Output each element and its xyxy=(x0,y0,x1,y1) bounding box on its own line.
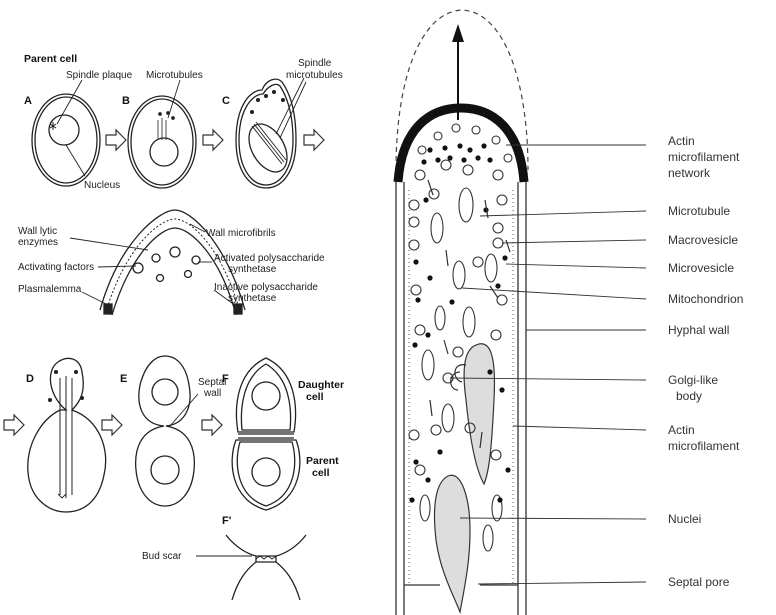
label-microvesicle: Microvesicle xyxy=(668,261,734,275)
label-inactive-synthetase-2: synthetase xyxy=(228,293,277,304)
label-spindle-plaque: Spindle plaque xyxy=(66,70,133,81)
label-wall-lytic-2: enzymes xyxy=(18,237,58,248)
arrow-d-e xyxy=(102,415,122,435)
panel-letter-a: A xyxy=(24,95,32,107)
cell-c xyxy=(236,78,306,188)
label-actin-network-1: Actin xyxy=(668,134,695,148)
arrow-a-b xyxy=(106,130,126,150)
label-mitochondrion: Mitochondrion xyxy=(668,292,743,306)
label-spindle-microtubules-1: Spindle xyxy=(298,58,332,69)
right-labels: Actin microfilament network Microtubule … xyxy=(668,134,743,589)
label-actin-network-2: microfilament xyxy=(668,150,740,164)
arrow-c-next xyxy=(304,130,324,150)
label-nuclei: Nuclei xyxy=(668,512,701,526)
label-actin-microfilament-2: microfilament xyxy=(668,439,740,453)
panel-letter-c: C xyxy=(222,95,230,107)
label-actin-network-3: network xyxy=(668,166,711,180)
label-macrovesicle: Macrovesicle xyxy=(668,233,738,247)
arrow-b-c xyxy=(203,130,223,150)
cell-d xyxy=(28,358,106,512)
label-hyphal-wall: Hyphal wall xyxy=(668,323,729,337)
label-septal-wall-1: Septal xyxy=(198,377,226,388)
cell-b xyxy=(128,80,196,188)
label-daughter-cell-1: Daughter xyxy=(298,379,344,391)
label-parent-cell-1: Parent xyxy=(306,455,339,467)
cell-e xyxy=(136,356,195,506)
label-golgi-2: body xyxy=(676,389,702,403)
label-septal-wall-2: wall xyxy=(203,388,221,399)
label-activated-synthetase-1: Activated polysaccharide xyxy=(214,253,325,264)
panel-letter-b: B xyxy=(122,95,130,107)
nuclei xyxy=(435,344,495,612)
label-actin-microfilament-1: Actin xyxy=(668,423,695,437)
label-activated-synthetase-2: synthetase xyxy=(228,264,277,275)
budding-diagram xyxy=(4,78,324,600)
label-daughter-cell-2: cell xyxy=(306,391,324,403)
label-inactive-synthetase-1: Inactive polysaccharide xyxy=(214,282,318,293)
arrow-e-f xyxy=(202,415,222,435)
label-spindle-microtubules-2: microtubules xyxy=(286,70,343,81)
label-microtubules: Microtubules xyxy=(146,70,203,81)
label-wall-microfibrils: Wall microfibrils xyxy=(206,228,276,239)
cell-a xyxy=(32,80,100,186)
label-activating-factors: Activating factors xyxy=(18,262,94,273)
label-plasmalemma: Plasmalemma xyxy=(18,284,82,295)
label-microtubule: Microtubule xyxy=(668,204,730,218)
label-wall-lytic-1: Wall lytic xyxy=(18,226,57,237)
hypha-diagram xyxy=(396,10,528,615)
panel-letter-d: D xyxy=(26,373,34,385)
panel-letter-e: E xyxy=(120,373,127,385)
label-bud-scar: Bud scar xyxy=(142,551,182,562)
label-golgi-1: Golgi-like xyxy=(668,373,718,387)
panel-letter-f-prime: F' xyxy=(222,515,232,527)
label-parent-cell-2: cell xyxy=(312,467,330,479)
parent-cell-heading: Parent cell xyxy=(24,53,77,65)
bud-scar-detail xyxy=(196,535,306,600)
arrow-into-d xyxy=(4,415,24,435)
label-septal-pore: Septal pore xyxy=(668,575,730,589)
label-nucleus: Nucleus xyxy=(84,180,120,191)
cell-f xyxy=(232,358,300,510)
